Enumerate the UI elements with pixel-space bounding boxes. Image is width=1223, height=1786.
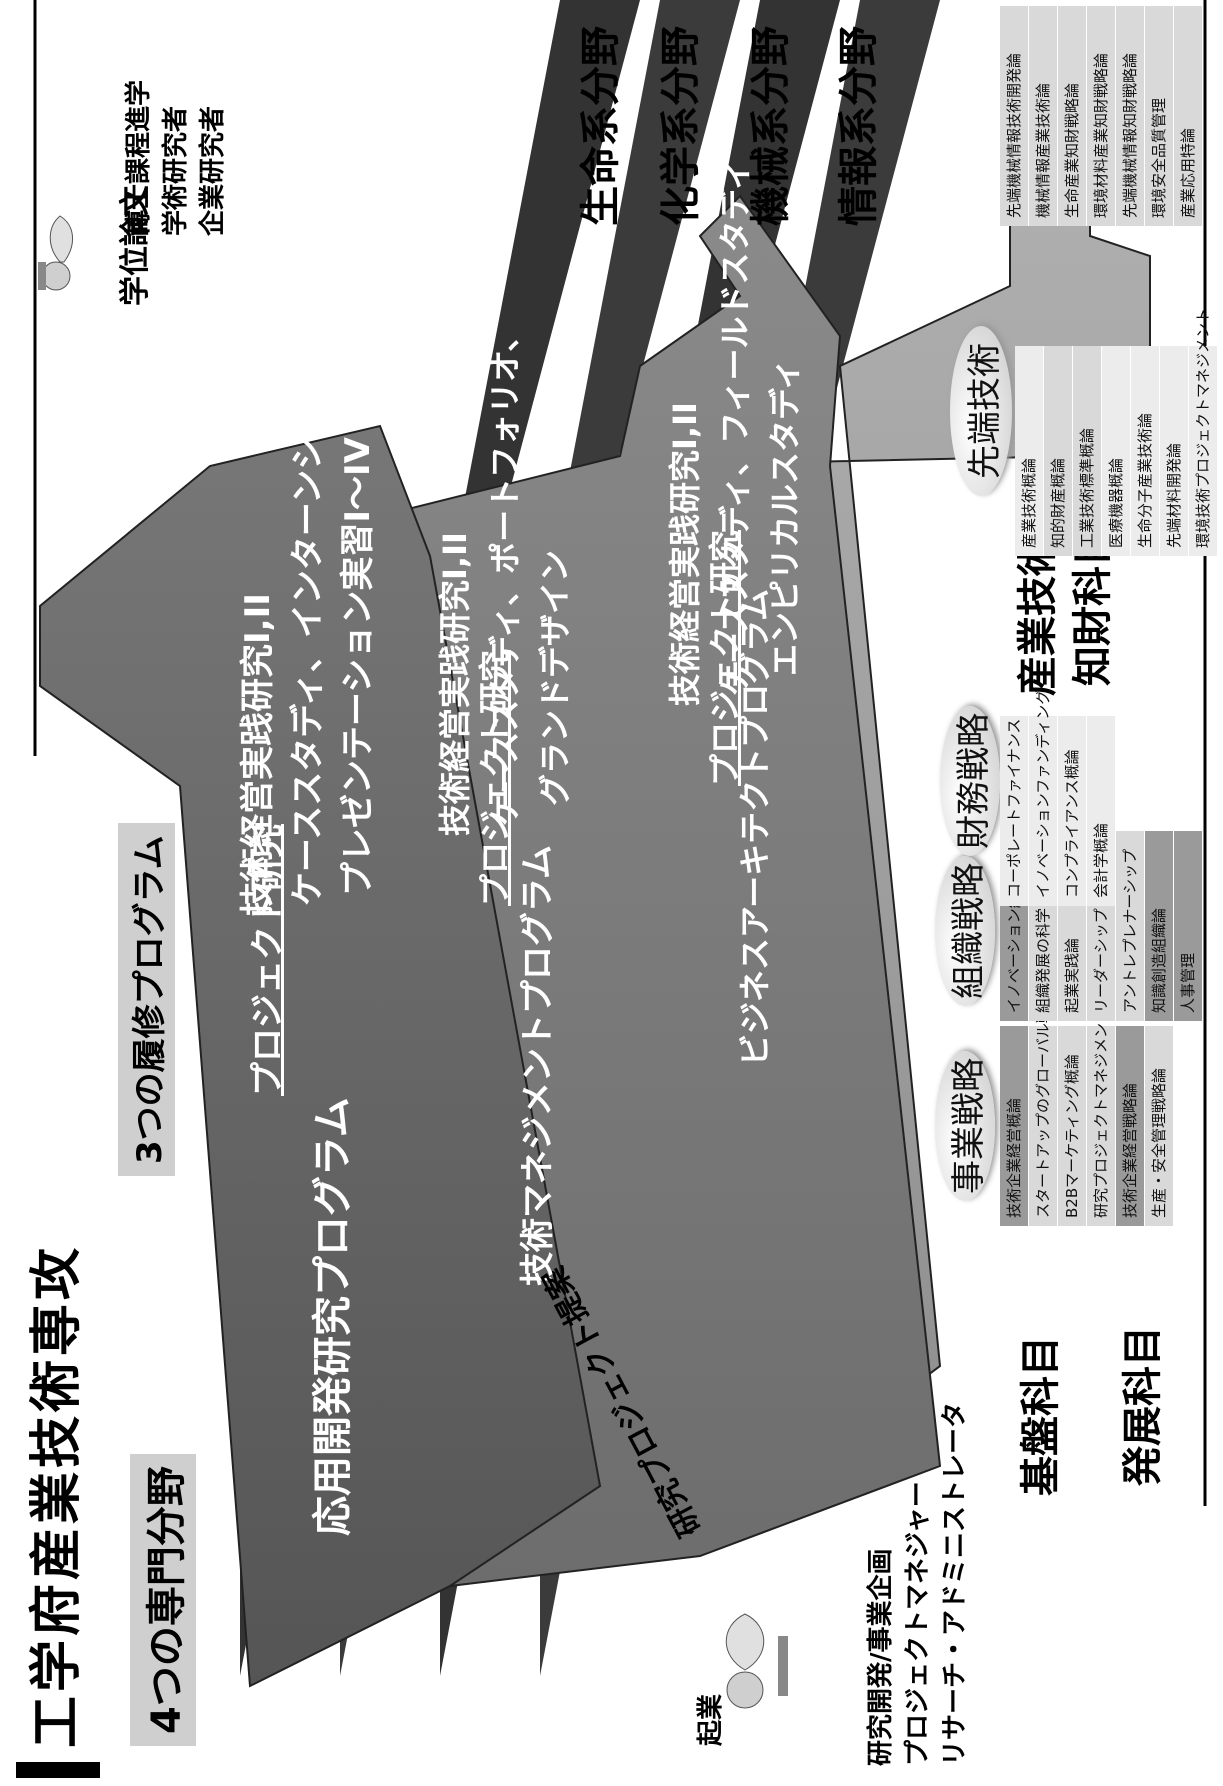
list-item: 先端材料開発論 [1160,346,1189,556]
list-item: 産業技術概論 [1015,346,1044,556]
list-item: 環境安全品質管理 [1145,6,1174,226]
list-item: 環境技術プロジェクトマネジメント [1189,308,1218,556]
program-1-title: 応用開発研究プログラム [310,1097,356,1536]
list-item: 先端機械情報技術開発論 [1000,6,1029,226]
program-3-detail-3: エンピリカルスタディ [766,358,804,676]
start-role-3: リサーチ・アドミニストレータ [940,1401,970,1766]
start-label: 起業 [696,1693,726,1746]
start-role-2: プロジェクトマネジャー [903,1481,933,1766]
list-item: 研究プロジェクトマネジメント [1087,1008,1116,1226]
list-item: イノベーションファンディング [1029,690,1058,906]
program-2-title: 技術マネジメントプログラム [518,845,558,1286]
business-oval: 事業戦略 [935,1051,995,1201]
degree-path-1: 博士課程進学 [124,79,154,236]
program-1-detail-2: ケーススタディ、インターンシップ [288,367,328,906]
degree-path-2: 学術研究者 [161,105,191,236]
organization-oval: 組織戦略 [935,856,995,1006]
start-role-1: 研究開発/事業企画 [866,1548,896,1767]
business-list: 技術企業経営概論 スタートアップのグローバル戦略 B2Bマーケティング概論 研究… [1000,993,1174,1226]
list-item: 環境材料産業知財戦略論 [1087,6,1116,226]
program-arrow-1 [39,424,602,1688]
program-3-detail-1: 技術経営実践研究I,II [666,402,704,706]
list-item: B2Bマーケティング概論 [1058,1026,1087,1226]
list-item: スタートアップのグローバル戦略 [1029,993,1058,1226]
list-item: 医療機器概論 [1102,346,1131,556]
scholar-icon [20,206,100,306]
list-item: 機械情報産業技術論 [1029,6,1058,226]
list-item: 生産・安全管理戦略論 [1145,1026,1174,1226]
list-item: 知的財産概論 [1044,346,1073,556]
list-item: 知識創造組織論 [1145,831,1174,1021]
list-item: 生命分子産業技術論 [1131,346,1160,556]
degree-paths: 博士課程進学 学術研究者 企業研究者 [118,80,229,236]
program-2-detail-1: 技術経営実践研究I,II [436,532,474,836]
program-3-detail-2: ケーススタディ、フィールドスタディ [716,158,754,696]
strategy-list: 先端機械情報技術開発論 機械情報産業技術論 生命産業知財戦略論 環境材料産業知財… [1000,6,1203,226]
program-1-detail-3: プレゼンテーション実習I～IV [338,437,378,896]
start-roles: 研究開発/事業企画 プロジェクトマネジャー リサーチ・アドミニストレータ [860,1402,971,1766]
list-item: 技術企業経営概論 [1000,1026,1029,1226]
list-item: アントレプレナーシップ [1116,831,1145,1021]
list-item: 産業応用特論 [1174,6,1203,226]
field-label-chem: 化学系分野 [658,26,704,226]
finance-list: コーポレートファイナンス イノベーションファンディング コンプライアンス概論 会… [1000,690,1116,906]
list-item: 工業技術標準概論 [1073,346,1102,556]
list-item: 会計学概論 [1087,716,1116,906]
finance-oval: 財務戦略 [940,706,1000,856]
list-item: 先端機械情報知財戦略論 [1116,6,1145,226]
program-1-detail-1: 技術経営実践研究I,II [238,593,278,916]
list-item: コーポレートファイナンス [1000,716,1029,906]
list-item: 人事管理 [1174,831,1203,1021]
field-label-life: 生命系分野 [578,26,624,226]
basic-category: 基盤科目 [1018,1336,1064,1496]
entrepreneur-icon [690,1606,800,1726]
degree-path-3: 企業研究者 [198,105,228,236]
program-2-detail-3: グランドデザイン [536,549,574,806]
list-item: コンプライアンス概論 [1058,716,1087,906]
list-item: 技術企業経営戦略論 [1116,1026,1145,1226]
advanced-category: 発展科目 [1120,1326,1166,1486]
field-label-info: 情報系分野 [836,26,882,226]
list-item: 生命産業知財戦略論 [1058,6,1087,226]
advanced-tech-oval: 先端技術 [950,326,1012,496]
advanced-tech-list: 産業技術概論 知的財産概論 工業技術標準概論 医療機器概論 生命分子産業技術論 … [1015,308,1218,556]
program-2-detail-2: ケーススタディ、ポートフォリオ、 [486,319,524,826]
